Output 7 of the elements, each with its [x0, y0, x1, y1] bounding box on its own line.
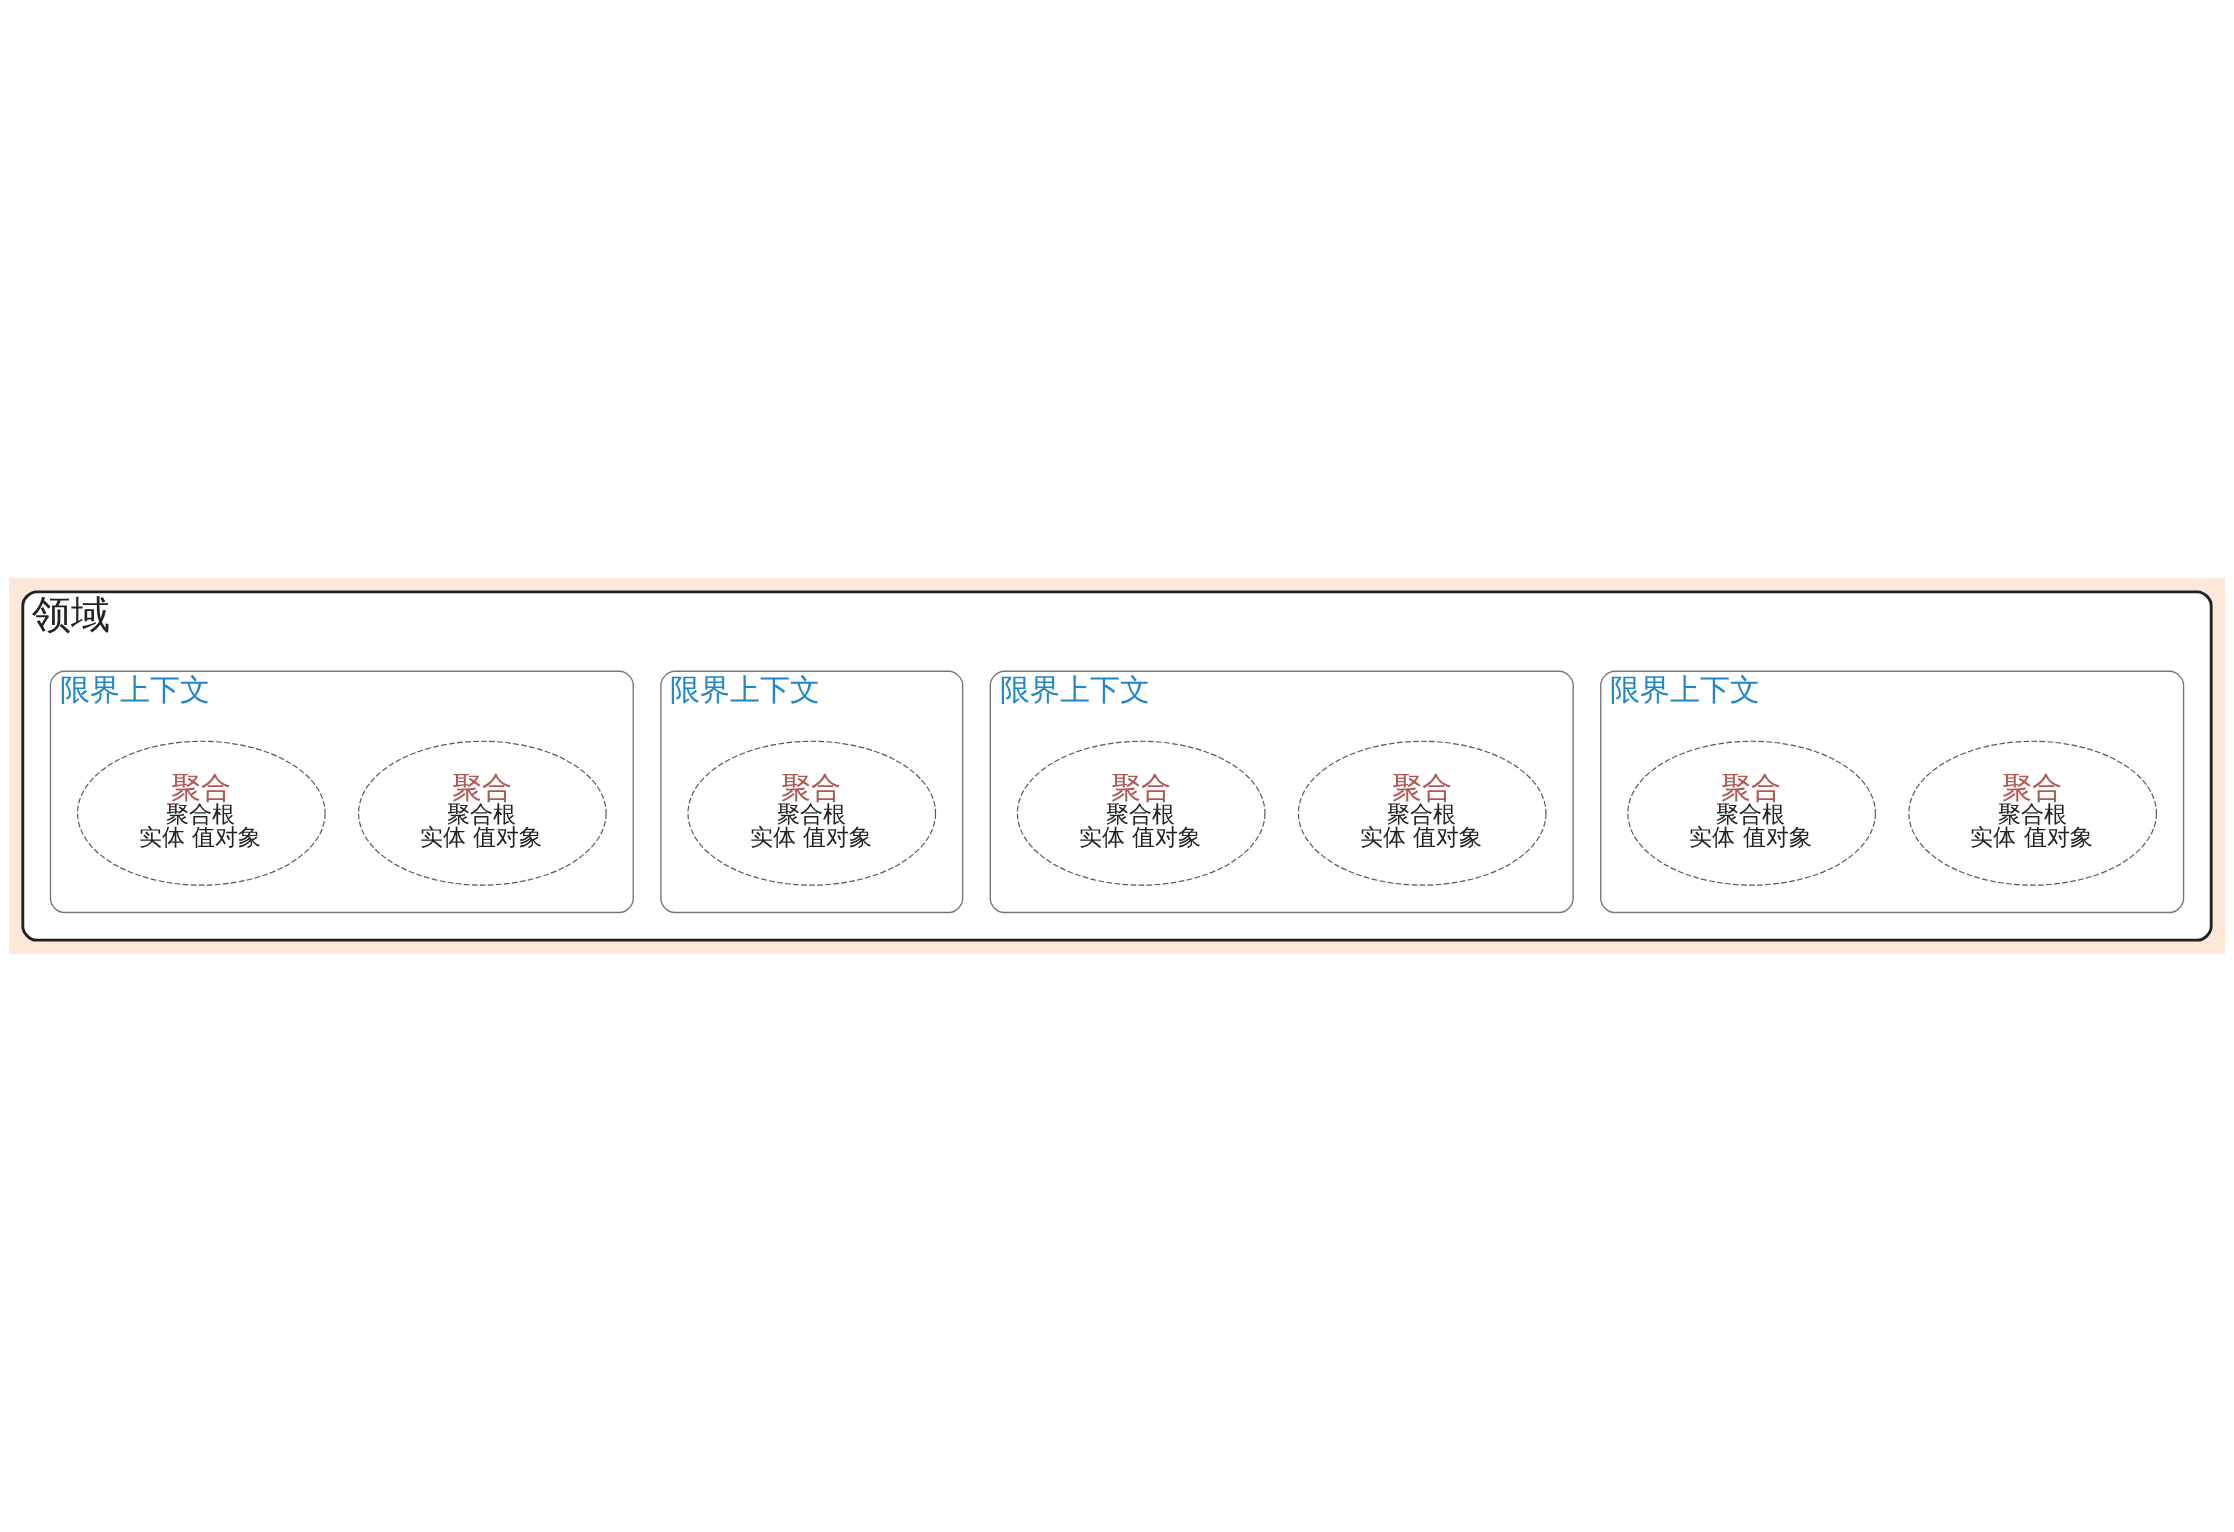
node-ellipse: 聚合 聚合根 实体 值对象: [1627, 740, 1876, 886]
node-ellipse: 聚合 聚合根 实体 值对象: [1908, 740, 2157, 886]
node-ellipse: 聚合 聚合根 实体 值对象: [687, 740, 937, 886]
node-ellipse: 聚合 聚合根 实体 值对象: [77, 740, 326, 886]
node-ellipse: 聚合 聚合根 实体 值对象: [1016, 740, 1266, 886]
node-ellipse: 聚合 聚合根 实体 值对象: [358, 740, 607, 886]
node-ellipse: 聚合 聚合根 实体 值对象: [1297, 740, 1547, 886]
